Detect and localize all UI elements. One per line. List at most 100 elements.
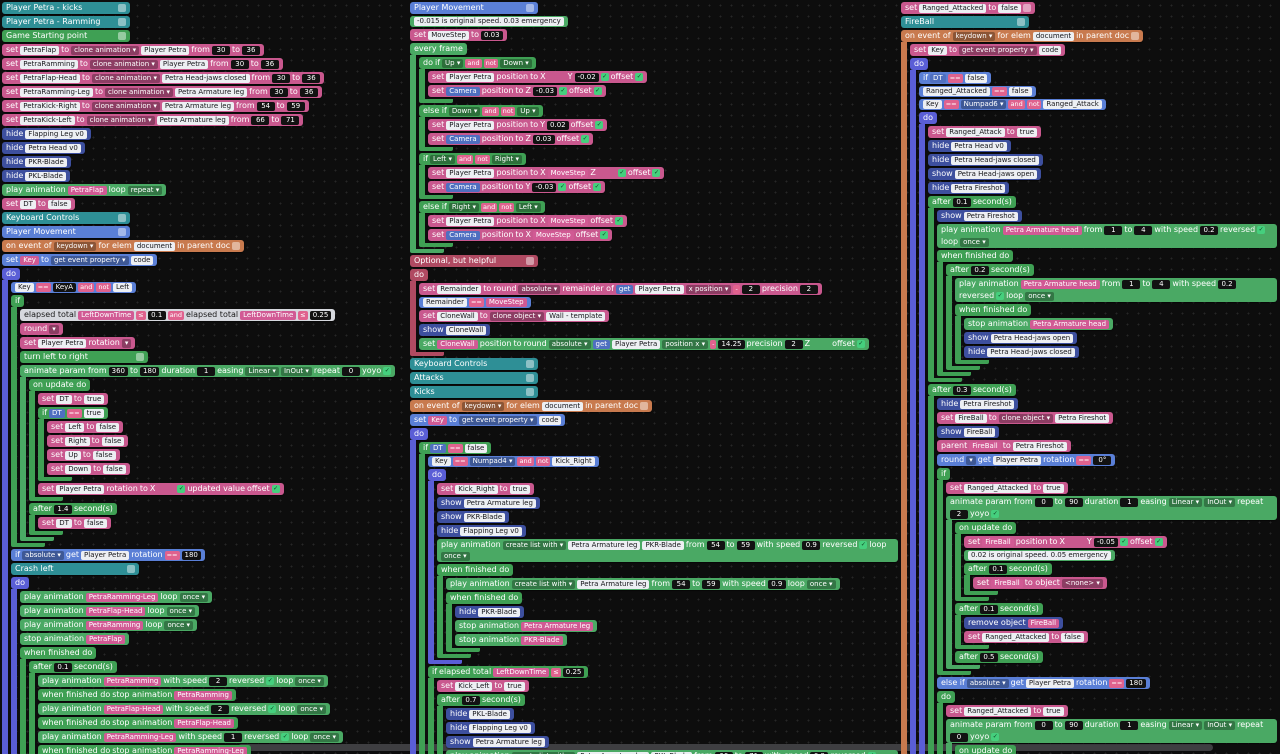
input-slot[interactable]: 0.3 bbox=[952, 385, 971, 395]
input-slot[interactable]: 1 bbox=[1122, 279, 1141, 289]
value-slot[interactable]: PKL-Blade bbox=[25, 171, 66, 181]
variable-chip[interactable]: PetraRamming bbox=[174, 690, 232, 700]
checkbox[interactable]: ✓ bbox=[856, 340, 865, 348]
dropdown[interactable]: <none> ▾ bbox=[1061, 578, 1103, 588]
input-slot[interactable]: 180 bbox=[140, 366, 160, 376]
value-slot[interactable]: Petra Armature leg bbox=[463, 498, 536, 508]
input-slot[interactable]: -0.05 bbox=[1093, 537, 1118, 547]
input-slot[interactable]: 1 bbox=[1104, 225, 1123, 235]
value-slot[interactable]: code bbox=[130, 255, 154, 265]
dropdown[interactable]: clone object ▾ bbox=[998, 413, 1054, 423]
variable-chip[interactable]: DT bbox=[930, 73, 946, 83]
input-slot[interactable]: 36 bbox=[260, 59, 279, 69]
value-slot[interactable]: PetraFlap bbox=[20, 45, 60, 55]
value-slot[interactable]: Petra Head v0 bbox=[951, 141, 1007, 151]
value-slot[interactable]: Petra Head-jaws closed bbox=[161, 73, 250, 83]
dropdown[interactable]: once ▾ bbox=[310, 732, 339, 742]
value-slot[interactable]: Petra Head-jaws closed bbox=[951, 155, 1039, 165]
variable-chip[interactable]: Key bbox=[20, 255, 39, 265]
value-slot[interactable]: true bbox=[509, 484, 531, 494]
value-slot[interactable]: true bbox=[83, 408, 104, 418]
header-keyboard-controls-2[interactable]: Keyboard Controls bbox=[410, 358, 538, 370]
block-head[interactable]: do bbox=[910, 58, 928, 70]
header-turn-left-to-right[interactable]: turn left to right bbox=[20, 351, 148, 363]
value-slot[interactable]: Petra Armature leg bbox=[472, 737, 545, 747]
operator-chip[interactable]: not bbox=[475, 154, 490, 164]
variable-chip[interactable]: Camera bbox=[446, 134, 480, 144]
dropdown[interactable]: clone animation ▾ bbox=[104, 87, 173, 97]
dropdown[interactable]: Down ▾ bbox=[500, 58, 532, 68]
input-slot[interactable]: 0.9 bbox=[810, 751, 829, 754]
value-slot[interactable]: DT bbox=[20, 199, 36, 209]
operator-chip[interactable]: - bbox=[733, 284, 740, 294]
checkbox[interactable]: ✓ bbox=[615, 217, 623, 225]
input-slot[interactable]: 360 bbox=[108, 366, 128, 376]
variable-chip[interactable]: CloneWall bbox=[437, 339, 478, 349]
value-slot[interactable]: Remainder bbox=[437, 284, 482, 294]
dropdown[interactable]: keydown ▾ bbox=[461, 401, 505, 411]
operator-chip[interactable]: == bbox=[943, 100, 959, 109]
operator-chip[interactable]: ≤ bbox=[298, 310, 308, 320]
dropdown[interactable]: once ▾ bbox=[441, 552, 470, 561]
value-slot[interactable]: Petra Fireshot bbox=[1055, 413, 1110, 423]
checkbox[interactable]: ✓ bbox=[383, 367, 392, 375]
dropdown[interactable]: Linear ▾ bbox=[245, 366, 279, 376]
value-slot[interactable]: Player Petra bbox=[38, 338, 87, 348]
dropdown[interactable]: repeat ▾ bbox=[127, 185, 163, 195]
dropdown[interactable]: once ▾ bbox=[297, 704, 326, 714]
input-slot[interactable]: 66 bbox=[251, 115, 270, 125]
input-slot[interactable]: 0° bbox=[1093, 455, 1112, 465]
block-menu-icon[interactable] bbox=[118, 4, 126, 12]
input-slot[interactable]: 180 bbox=[1126, 678, 1146, 688]
variable-chip[interactable]: LeftDownTime bbox=[240, 310, 297, 320]
dropdown[interactable]: once ▾ bbox=[164, 620, 194, 630]
block-menu-icon[interactable] bbox=[1017, 18, 1025, 26]
block-head[interactable]: when finished do bbox=[955, 304, 1032, 316]
variable-chip[interactable]: DT bbox=[49, 408, 65, 418]
value-slot[interactable]: Player Petra bbox=[446, 72, 495, 82]
value-slot[interactable]: CloneWall bbox=[445, 325, 487, 335]
value-slot[interactable]: Key bbox=[923, 100, 942, 109]
checkbox[interactable]: ✓ bbox=[593, 183, 602, 191]
dropdown[interactable]: clone animation ▾ bbox=[92, 73, 160, 83]
value-slot[interactable]: Player Petra bbox=[446, 216, 495, 226]
block-menu-icon[interactable] bbox=[118, 228, 126, 236]
dropdown[interactable]: Linear ▾ bbox=[1168, 720, 1203, 730]
checkbox[interactable]: ✓ bbox=[991, 510, 1000, 518]
dropdown[interactable]: once ▾ bbox=[179, 592, 209, 602]
value-slot[interactable]: -0.015 is original speed. 0.03 emergency bbox=[414, 17, 564, 26]
block-head[interactable]: do bbox=[919, 112, 937, 124]
value-slot[interactable]: Left bbox=[65, 422, 85, 432]
input-slot[interactable]: 0.03 bbox=[480, 30, 503, 40]
variable-chip[interactable]: get bbox=[592, 339, 611, 349]
header-optional-but-helpful[interactable]: Optional, but helpful bbox=[410, 255, 538, 267]
value-slot[interactable]: DT bbox=[56, 518, 72, 528]
value-slot[interactable]: CloneWall bbox=[437, 311, 478, 321]
value-slot[interactable]: Right bbox=[65, 436, 90, 446]
header-crash-left[interactable]: Crash left bbox=[11, 563, 139, 575]
